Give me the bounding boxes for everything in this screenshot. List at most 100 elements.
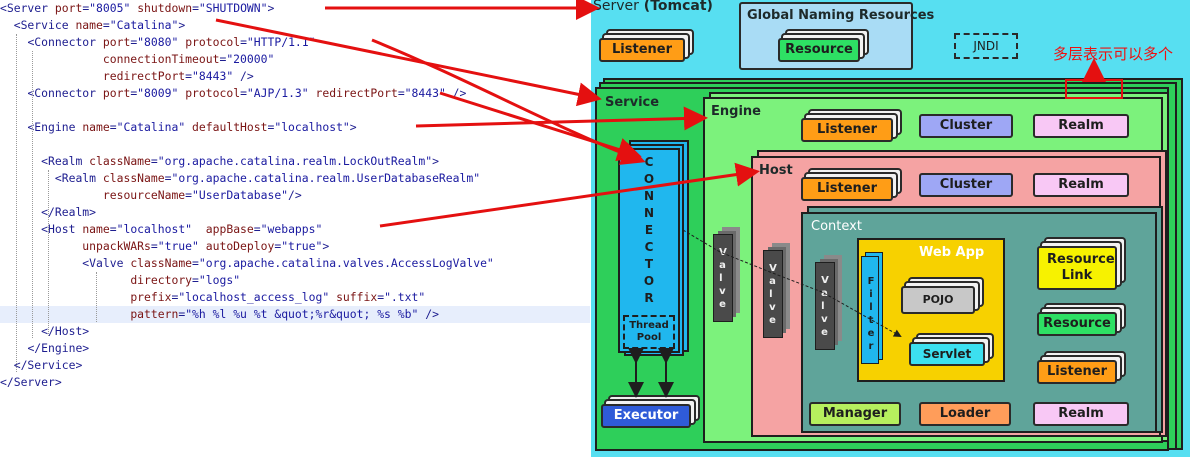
code-token: port — [102, 86, 131, 100]
letter: r — [868, 341, 874, 352]
jndi-box: JNDI — [954, 33, 1018, 59]
code-token: port — [102, 35, 131, 49]
indent-guide — [16, 34, 17, 372]
code-token: </Service> — [13, 358, 83, 372]
code-token: = — [185, 69, 193, 83]
code-token: <Connector — [27, 35, 103, 49]
letter: V — [769, 262, 777, 274]
arrow-engine — [415, 106, 708, 131]
letter: C — [644, 240, 654, 254]
code-token: <Server — [0, 1, 55, 15]
letter: O — [643, 172, 655, 186]
letter: E — [644, 223, 654, 237]
code-token: name — [82, 120, 110, 134]
code-token: name — [82, 222, 110, 236]
manager-label: Manager — [822, 406, 888, 421]
letter: a — [769, 275, 776, 287]
code-token: "20000" — [226, 52, 275, 66]
letter: e — [821, 326, 828, 338]
engine-cluster-box: Cluster — [919, 114, 1013, 138]
code-token: redirectPort — [102, 69, 186, 83]
loader-label: Loader — [939, 406, 991, 421]
code-token: resourceName — [102, 188, 186, 202]
code-token: "localhost" — [274, 120, 350, 134]
code-token: </Realm> — [41, 205, 97, 219]
code-token: <Realm — [41, 154, 90, 168]
host-listener-label: Listener — [817, 181, 877, 196]
code-token: = — [219, 52, 227, 66]
letter: l — [821, 300, 825, 312]
code-token: > — [349, 120, 357, 134]
code-token: <Service — [13, 18, 76, 32]
code-token: = — [253, 222, 261, 236]
code-token: "logs" — [198, 273, 241, 287]
code-token: "true" — [281, 239, 323, 253]
host-realm-label: Realm — [1058, 177, 1104, 192]
servlet-label: Servlet — [922, 347, 972, 361]
context-listener-label: Listener — [1047, 364, 1107, 379]
letter: v — [821, 313, 828, 325]
annotation-marker — [1065, 79, 1123, 99]
code-token: > — [267, 1, 275, 15]
code-token: = — [150, 154, 158, 168]
host-cluster-box: Cluster — [919, 173, 1013, 197]
code-token: > — [178, 18, 186, 32]
indent-guide — [96, 272, 97, 322]
code-line: <Realm className="org.apache.catalina.re… — [0, 170, 480, 187]
context-resource-label: Resource — [1043, 316, 1111, 331]
letter: T — [644, 257, 654, 271]
code-line: pattern="%h %l %u %t &quot;%r&quot; %s %… — [0, 306, 590, 323]
context-realm-label: Realm — [1058, 406, 1104, 421]
code-token: "UserDatabase" — [192, 188, 289, 202]
letter: e — [867, 328, 875, 339]
code-line: <Host name="localhost" appBase="webapps" — [0, 221, 322, 238]
global-resource-label: Resource — [785, 42, 853, 57]
code-token: = — [102, 18, 110, 32]
engine-label: Engine — [711, 104, 761, 119]
code-line: <Server port="8005" shutdown="SHUTDOWN"> — [0, 0, 274, 17]
letter: O — [643, 274, 655, 288]
thread-pool-label: Thread Pool — [629, 320, 669, 343]
server-listener-box: Listener — [599, 38, 685, 62]
resource-link-label: Resource Link — [1047, 252, 1115, 283]
code-token: "true" — [157, 239, 199, 253]
letter: l — [769, 288, 773, 300]
context-realm-box: Realm — [1033, 402, 1129, 426]
code-token: = — [82, 1, 90, 15]
code-token: /> — [288, 188, 302, 202]
letter: R — [644, 291, 654, 305]
executor-box: Executor — [601, 404, 691, 428]
letter: N — [643, 206, 655, 220]
code-token: "webapps" — [260, 222, 323, 236]
code-token: <Engine — [27, 120, 83, 134]
code-token: suffix — [336, 290, 378, 304]
code-token: protocol — [185, 35, 241, 49]
letter: C — [644, 155, 654, 169]
code-token: prefix — [130, 290, 172, 304]
code-token: = — [240, 35, 247, 49]
indent-guide — [32, 51, 33, 338]
service-label: Service — [605, 95, 660, 110]
code-token: <Host — [41, 222, 83, 236]
code-token: /> — [233, 69, 254, 83]
letter: i — [869, 289, 873, 300]
code-token: "AJP/1.3" — [246, 86, 309, 100]
letter: N — [643, 189, 655, 203]
code-line: <Realm className="org.apache.catalina.re… — [0, 153, 439, 170]
code-token: appBase — [205, 222, 254, 236]
code-line: redirectPort="8443" /> — [0, 68, 254, 85]
code-line: resourceName="UserDatabase"/> — [0, 187, 302, 204]
host-realm-box: Realm — [1033, 173, 1129, 197]
engine-listener-label: Listener — [817, 122, 877, 137]
code-line: </Server> — [0, 374, 62, 391]
code-token: className — [89, 154, 151, 168]
indent-guide — [48, 170, 49, 336]
letter: t — [868, 315, 874, 326]
servlet-box: Servlet — [909, 342, 985, 366]
code-token: = — [274, 239, 282, 253]
